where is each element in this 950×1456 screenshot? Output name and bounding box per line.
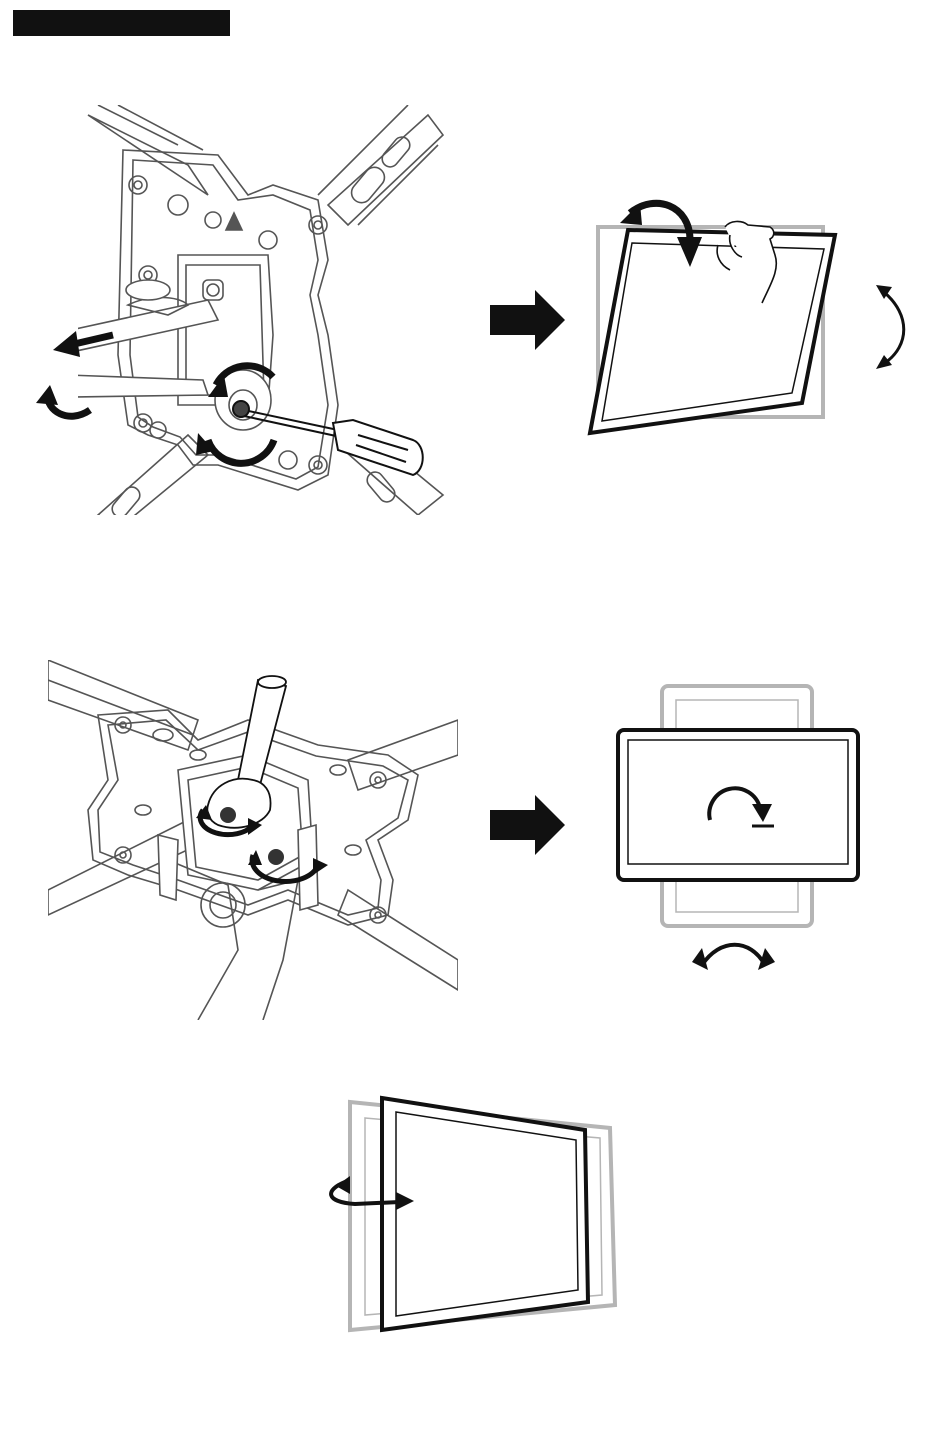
- rotate-tv-illustration: [480, 680, 880, 980]
- section-header-bar: [13, 10, 230, 36]
- right-arrow-icon: [490, 290, 565, 350]
- swivel-tv-illustration: [310, 1090, 630, 1340]
- figure-tilt-result: [480, 185, 920, 455]
- tilt-tv-illustration: [480, 185, 920, 455]
- bracket-wrench-illustration: [48, 660, 458, 1020]
- figure-swivel-result: [310, 1090, 630, 1340]
- right-arrow-icon: [490, 795, 565, 855]
- figure-level-adjustment: [48, 660, 458, 1020]
- figure-level-result: [480, 680, 880, 980]
- figure-tilt-tension-adjustment: [28, 105, 448, 525]
- bracket-screwdriver-illustration: [28, 105, 448, 525]
